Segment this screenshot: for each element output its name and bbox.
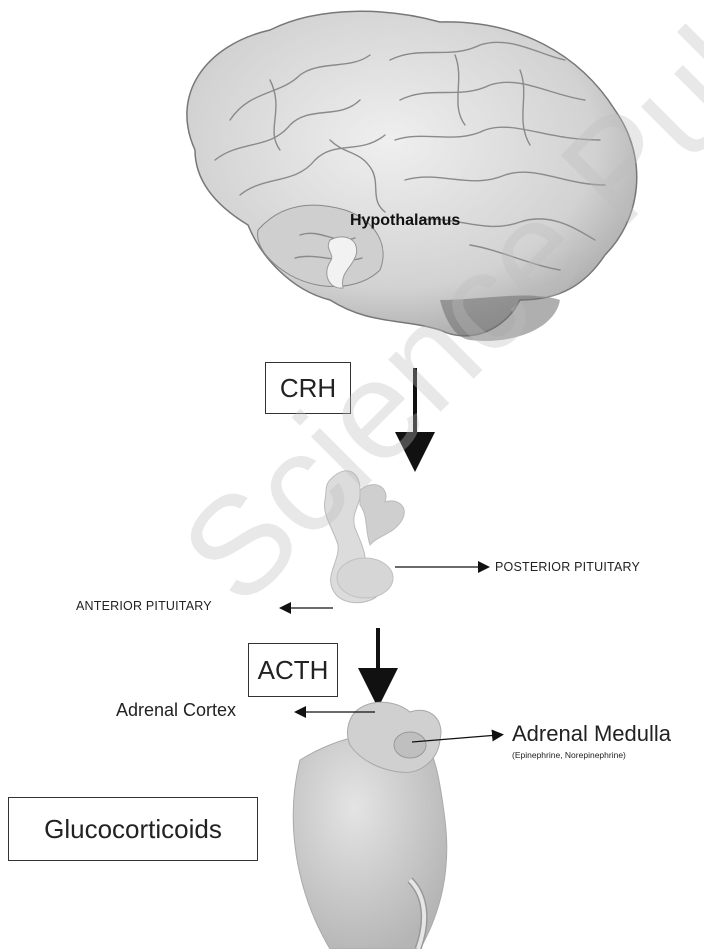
pituitary-gland-illustration xyxy=(324,471,404,603)
crh-box: CRH xyxy=(265,362,351,414)
posterior-pituitary-label: POSTERIOR PITUITARY xyxy=(495,560,640,574)
adrenal-medulla-hormones-label: (Epinephrine, Norepinephrine) xyxy=(512,750,626,760)
acth-box: ACTH xyxy=(248,643,338,697)
adrenal-medulla-label: Adrenal Medulla xyxy=(512,721,671,747)
adrenal-cortex-label: Adrenal Cortex xyxy=(116,700,236,721)
anterior-pituitary-label: ANTERIOR PITUITARY xyxy=(76,599,212,613)
brain-illustration xyxy=(187,11,637,341)
hypothalamus-label: Hypothalamus xyxy=(350,212,460,230)
glucocorticoids-box: Glucocorticoids xyxy=(8,797,258,861)
adrenal-kidney-illustration xyxy=(293,702,446,949)
